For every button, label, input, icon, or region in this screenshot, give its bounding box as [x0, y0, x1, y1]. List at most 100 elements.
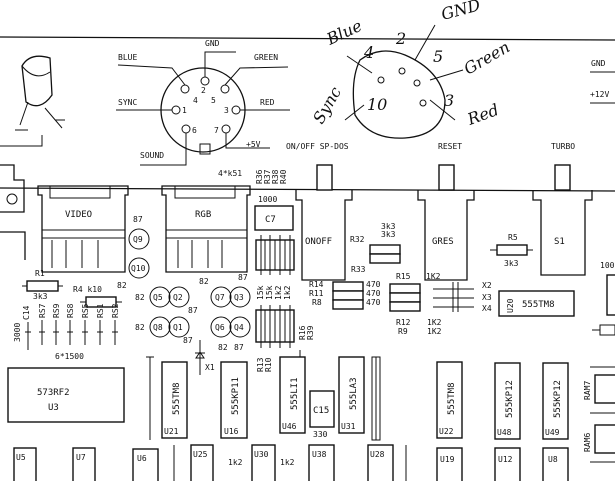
component-label: U21: [164, 427, 179, 436]
din-gnd-label: GND: [205, 39, 220, 48]
component-label: R1: [35, 269, 45, 278]
component-label: Q6: [215, 323, 225, 332]
component-label: Q4: [234, 323, 244, 332]
component-label: Q10: [131, 264, 146, 273]
switch-reset[interactable]: GRES: [417, 164, 475, 281]
ic-u3: 573RF2 U3: [7, 367, 125, 423]
component-label: Q3: [234, 293, 244, 302]
component-label: 87: [183, 336, 193, 345]
din-pin-label: 4: [193, 96, 198, 105]
component-label: R33: [351, 265, 366, 274]
component-label: 82: [218, 343, 228, 352]
component-label: R8: [312, 298, 322, 307]
component-label: 82: [135, 293, 145, 302]
din-green-label: GREEN: [254, 53, 278, 62]
component-label: X1: [205, 363, 215, 372]
hw-blue-label: Blue: [323, 16, 365, 49]
right-edge-parts: 100 RAM7 RAM6: [583, 261, 615, 463]
hw-pin-label: 10: [367, 95, 387, 114]
din-5v-label: +5V: [246, 140, 261, 149]
component-label: 87: [234, 343, 244, 352]
component-label: U19: [440, 455, 455, 464]
component-label: RS2: [111, 303, 120, 318]
ic-u16: 555KP11 U16: [220, 361, 248, 439]
capacitor-c7: C7 1000: [254, 195, 294, 231]
switch-onoff[interactable]: ONOFF: [295, 164, 353, 281]
component-label: 555KP11: [231, 377, 241, 415]
component-label: 470: [366, 280, 381, 289]
component-label: 555KP12: [505, 380, 515, 418]
resistor-group-470: R14 R11 R8 470 470 470 R15 1K2 R12 R9 1K…: [309, 272, 492, 336]
component-label: 1000: [258, 195, 277, 204]
hw-sync-label: Sync: [309, 83, 345, 127]
switch-turbo[interactable]: S1: [532, 164, 593, 276]
component-label: U49: [545, 428, 560, 437]
component-label: 555TM8: [522, 300, 555, 310]
component-label: 1K2: [427, 318, 442, 327]
component-label: 555TM8: [447, 382, 457, 415]
ic-u20: U20 555TM8: [498, 290, 575, 317]
hw-pin-label: 2: [395, 29, 406, 48]
panel-edge-line: [0, 187, 615, 192]
hw-gnd-label: GND: [439, 0, 482, 24]
component-label: 87: [188, 306, 198, 315]
component-label: 3k3: [33, 292, 48, 301]
component-label: C14: [22, 305, 31, 320]
component-label: 15k: [265, 285, 274, 300]
component-label: 555KP12: [553, 380, 563, 418]
component-label: RAM6: [583, 433, 592, 452]
component-label: ONOFF: [305, 237, 332, 247]
component-label: U48: [497, 428, 512, 437]
component-label: U6: [137, 454, 147, 463]
component-label: U28: [370, 450, 385, 459]
component-label: 3k3: [381, 230, 396, 239]
component-label: RS8: [66, 303, 75, 318]
resistor-r4: R4 k10: [73, 285, 122, 308]
resistor-stack-top-labels: R36 R37 R38 R40: [255, 169, 288, 184]
component-label: X3: [482, 293, 492, 302]
component-label: C7: [265, 215, 276, 225]
component-label: RS1: [96, 303, 105, 318]
component-label: 82: [199, 277, 209, 286]
din-sound-label: SOUND: [140, 151, 164, 160]
component-label: R9: [398, 327, 408, 336]
component-label: R36: [255, 169, 264, 184]
component-label: U38: [312, 450, 327, 459]
resistor-note: 4*k51: [218, 169, 242, 178]
component-label: R15: [396, 272, 411, 281]
ic-u22: 555TM8 U22: [436, 361, 463, 439]
din-connector: GND BLUE GREEN SYNC RED SOUND +5V 2 4 5 …: [116, 39, 290, 166]
component-label: 1k2: [280, 458, 295, 467]
component-label: U16: [224, 427, 239, 436]
component-label: 87: [133, 215, 143, 224]
component-label: U30: [254, 450, 269, 459]
component-label: 82: [117, 281, 127, 290]
component-label: Q8: [153, 323, 163, 332]
component-label: GRES: [432, 237, 454, 247]
component-label: Q9: [133, 235, 143, 244]
component-label: U20: [506, 298, 515, 313]
component-label: 1k2: [274, 285, 283, 300]
capacitor-c15: C15 330: [309, 390, 335, 439]
component-label: R38: [271, 169, 280, 184]
component-label: 573RF2: [37, 388, 70, 398]
component-label: RAM7: [583, 381, 592, 400]
hw-pin-label: 5: [433, 47, 443, 66]
component-label: R4 k10: [73, 285, 102, 294]
component-label: U3: [48, 403, 59, 413]
transistors: Q9 87 Q10 82 Q5 Q2 Q8 Q1 82 82 87 87 Q7 …: [117, 215, 251, 375]
component-label: U12: [498, 455, 513, 464]
component-label: U22: [439, 427, 454, 436]
din-blue-label: BLUE: [118, 53, 137, 62]
ic-u48: 555KP12 U48: [494, 362, 521, 440]
component-label: C15: [313, 406, 329, 416]
component-label: 6*1500: [55, 352, 84, 361]
handwritten-connector: Blue GND Green Sync Red 2 4 5 10 3: [309, 0, 513, 139]
component-label: 3000: [13, 323, 22, 342]
component-label: 1k2: [228, 458, 243, 467]
rgb-connector: RGB: [161, 185, 251, 273]
onoff-spdos-label: ON/OFF SP-DOS: [286, 142, 349, 151]
component-label: 82: [135, 323, 145, 332]
resistor-r5: R5 3k3: [490, 233, 533, 268]
